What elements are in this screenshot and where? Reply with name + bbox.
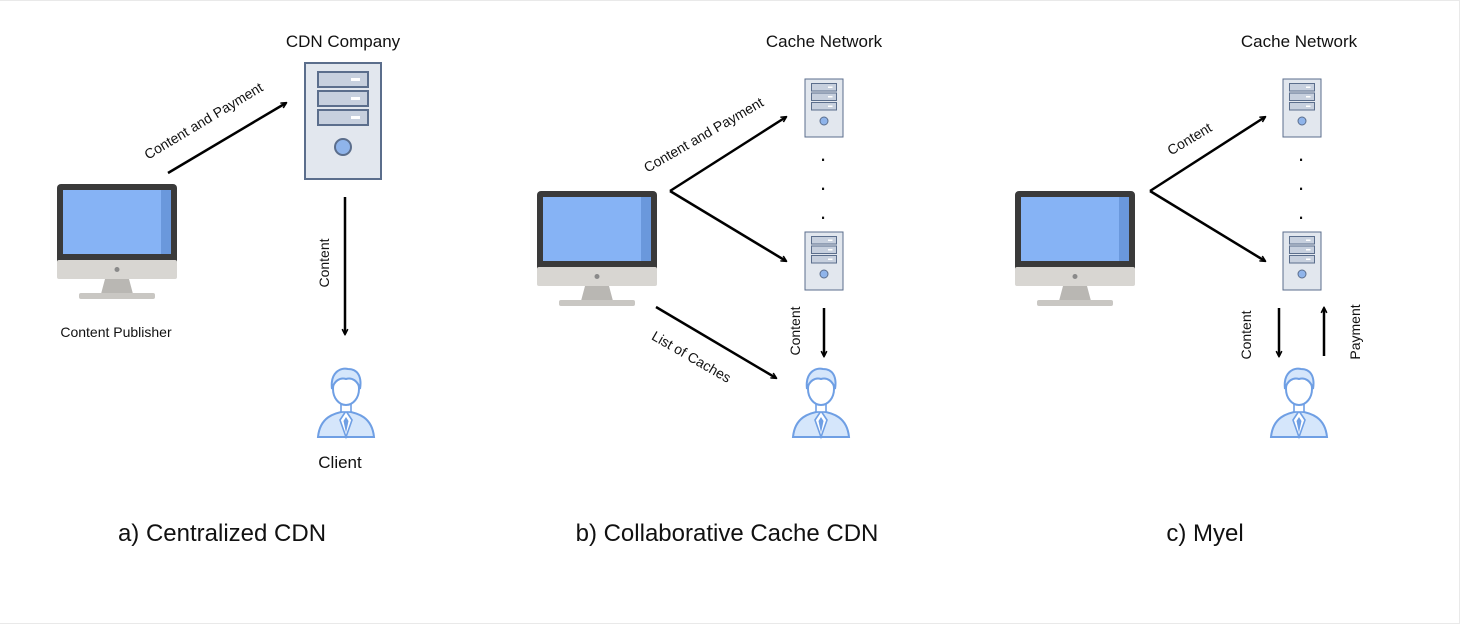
panel-caption: c) Myel — [1166, 520, 1243, 547]
deliver-edge-label: Content — [787, 306, 803, 355]
content-publisher-label: Content Publisher — [60, 324, 172, 340]
publish-edge-label: Content and Payment — [641, 94, 766, 176]
server-tower-icon — [804, 231, 844, 291]
user-avatar-icon — [317, 367, 375, 438]
ellipsis-dot: . — [1298, 170, 1304, 195]
server-tower-icon — [1282, 78, 1322, 138]
panel-myel: Cache Network . . . Content Content Paym… — [1015, 32, 1363, 547]
desktop-monitor-icon — [57, 184, 177, 299]
user-avatar-icon — [1270, 367, 1328, 438]
payment-edge-label: Payment — [1347, 304, 1363, 359]
list-of-caches-arrow — [655, 305, 776, 378]
ellipsis-dot: . — [820, 141, 826, 166]
client-label: Client — [318, 453, 362, 472]
server-tower-icon — [1282, 231, 1322, 291]
cache-network-label: Cache Network — [766, 32, 883, 51]
publish-edge-label: Content — [1164, 119, 1214, 158]
publish-arrow-upper — [669, 117, 786, 193]
ellipsis-dot: . — [1298, 141, 1304, 166]
ellipsis-dot: . — [820, 170, 826, 195]
panel-collaborative-cache-cdn: Cache Network . . . Content and Payment … — [537, 32, 883, 547]
deliver-edge-label: Content — [316, 238, 332, 287]
ellipsis-dot: . — [1298, 199, 1304, 224]
server-tower-icon — [804, 78, 844, 138]
cache-network-label: Cache Network — [1241, 32, 1358, 51]
publish-arrow — [167, 103, 286, 175]
panel-centralized-cdn: CDN Company Content Publisher Content an… — [57, 32, 401, 547]
publish-edge-label: Content and Payment — [141, 79, 265, 163]
deliver-edge-label: Content — [1238, 310, 1254, 359]
cdn-company-label: CDN Company — [286, 32, 401, 51]
panel-caption: a) Centralized CDN — [118, 520, 326, 547]
panel-caption: b) Collaborative Cache CDN — [576, 520, 879, 547]
server-tower-icon — [304, 62, 382, 180]
desktop-monitor-icon — [537, 191, 657, 306]
ellipsis-dot: . — [820, 199, 826, 224]
publish-arrow-lower — [1149, 189, 1265, 261]
list-edge-label: List of Caches — [649, 328, 734, 386]
publish-arrow-upper — [1149, 117, 1265, 193]
user-avatar-icon — [792, 367, 850, 438]
desktop-monitor-icon — [1015, 191, 1135, 306]
publish-arrow-lower — [669, 189, 786, 261]
